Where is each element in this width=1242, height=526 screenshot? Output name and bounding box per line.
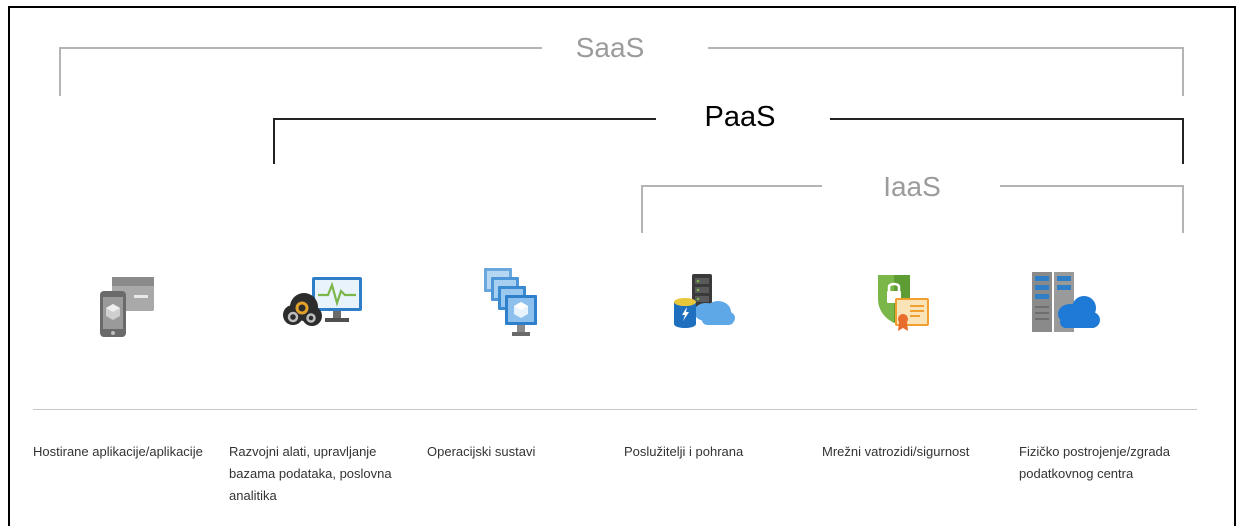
iaas-bracket-right xyxy=(1000,185,1184,233)
caption-operating-systems: Operacijski sustavi xyxy=(427,444,536,459)
mobile-app-icon xyxy=(100,277,154,337)
paas-label: PaaS xyxy=(704,101,776,133)
iaas-bracket xyxy=(641,185,822,233)
caption-servers-storage: Poslužitelji i pohrana xyxy=(624,444,744,459)
datacenter-cloud-icon xyxy=(1032,272,1100,332)
paas-bracket-right xyxy=(830,118,1184,164)
caption-datacenter: Fizičko postrojenje/zgrada podatkovnog c… xyxy=(1019,444,1171,481)
saas-bracket xyxy=(59,47,542,96)
iaas-label: IaaS xyxy=(883,171,941,202)
saas-label: SaaS xyxy=(575,32,645,63)
caption-firewalls-security: Mrežni vatrozidi/sigurnost xyxy=(822,444,970,459)
divider-line xyxy=(33,409,1197,410)
servers-storage-icon xyxy=(674,274,735,328)
saas-bracket-right xyxy=(708,47,1184,96)
diagram-frame xyxy=(8,6,1236,526)
caption-hosted-apps: Hostirane aplikacije/aplikacije xyxy=(33,444,203,459)
firewall-security-icon xyxy=(878,275,929,331)
tier-brackets xyxy=(59,47,1184,233)
dev-tools-analytics-icon xyxy=(283,277,362,326)
operating-systems-icon xyxy=(484,268,537,336)
caption-dev-tools: Razvojni alati, upravljanje bazama podat… xyxy=(229,444,392,503)
paas-bracket xyxy=(273,118,656,164)
